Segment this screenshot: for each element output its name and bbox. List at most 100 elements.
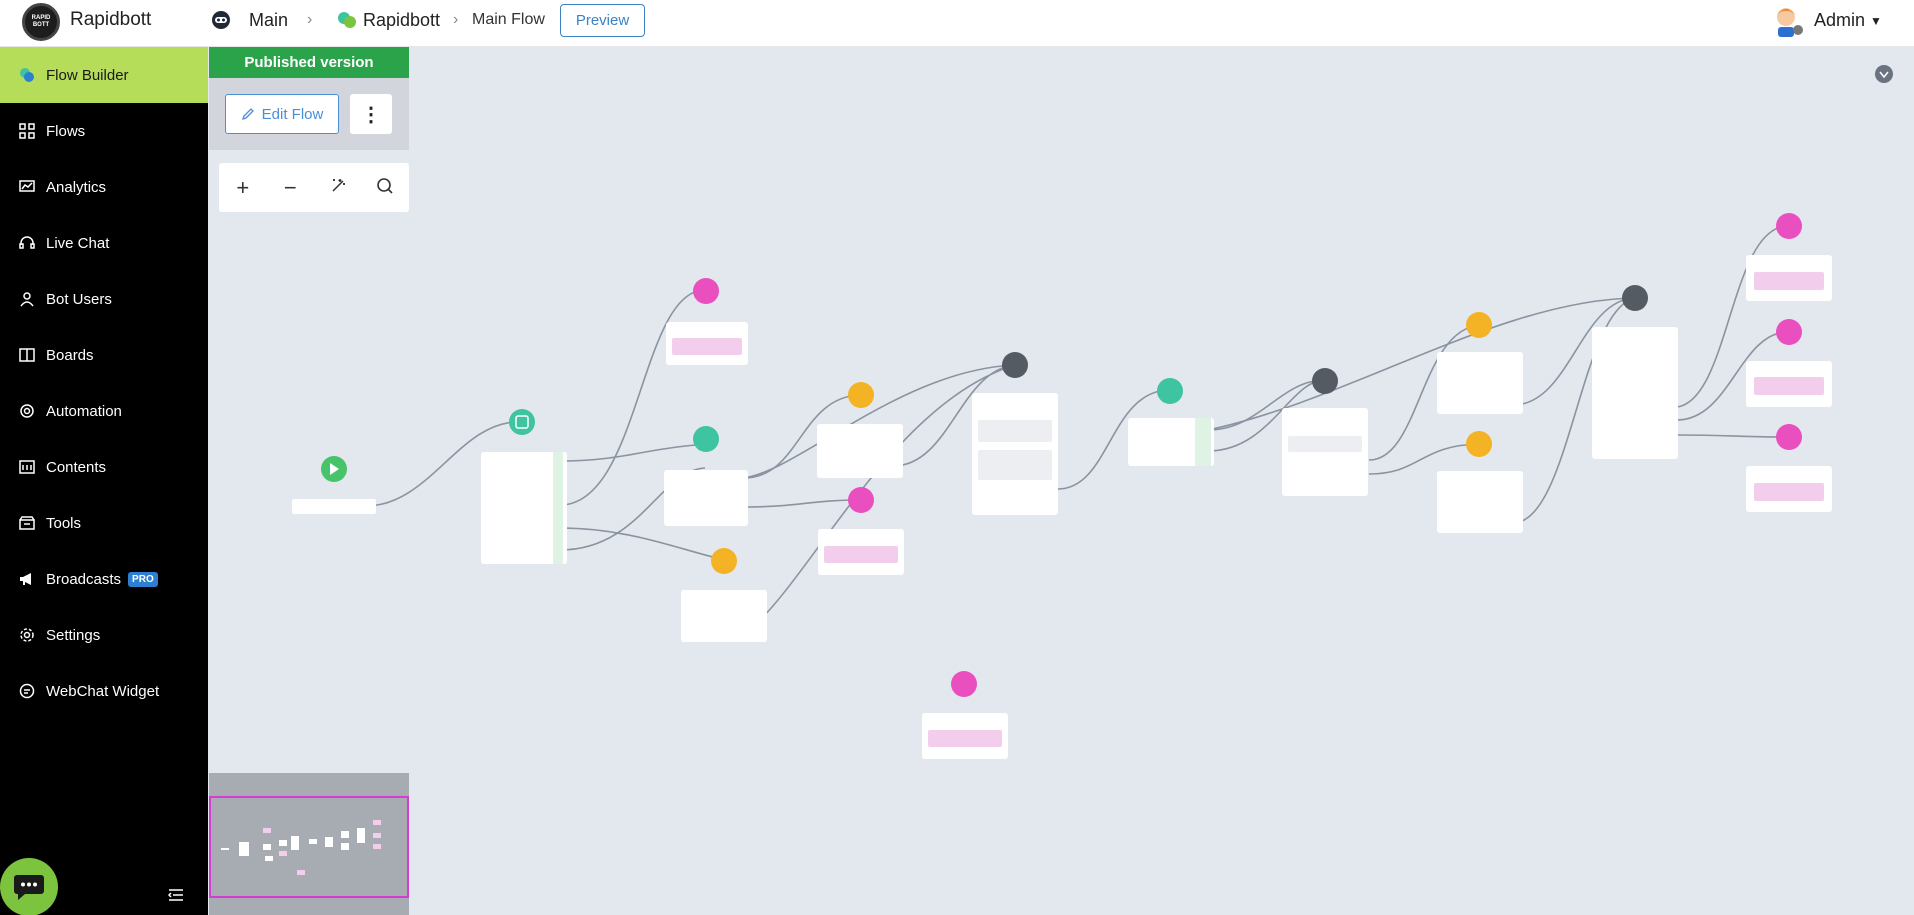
sidebar-item-settings[interactable]: Settings xyxy=(0,607,208,663)
breadcrumb-bot[interactable]: Rapidbott xyxy=(363,10,441,30)
canvas-shape xyxy=(209,47,1914,915)
canvas-shape xyxy=(743,364,1016,479)
zoom-in-icon[interactable]: + xyxy=(236,174,250,200)
canvas-shape xyxy=(1207,297,1636,431)
action-node-icon xyxy=(711,548,737,574)
user-icon xyxy=(18,290,36,308)
download-icon xyxy=(1875,65,1893,83)
app-logo[interactable]: RAPID BOTT xyxy=(22,3,60,41)
sidebar-item-bot-users[interactable]: Bot Users xyxy=(0,271,208,327)
canvas-shape xyxy=(1676,434,1789,438)
node-card-start xyxy=(292,499,376,514)
minimap-viewport[interactable] xyxy=(209,796,409,898)
more-options-button[interactable]: ⋮ xyxy=(350,94,392,134)
goto-node-icon xyxy=(1776,319,1802,345)
contents-icon xyxy=(18,458,36,476)
canvas-shape xyxy=(1368,324,1481,461)
gear-icon xyxy=(18,626,36,644)
goto-node-icon xyxy=(951,671,977,697)
canvas-shape xyxy=(559,444,696,462)
node-card-action-4 xyxy=(1437,471,1523,533)
condition-node-icon xyxy=(509,409,535,435)
sidebar-item-label: Tools xyxy=(46,514,82,532)
collapse-menu-icon[interactable] xyxy=(168,888,184,902)
sidebar-item-automation[interactable]: Automation xyxy=(0,383,208,439)
admin-name[interactable]: Admin xyxy=(1814,10,1866,30)
flow-canvas[interactable] xyxy=(209,47,1914,915)
sidebar-item-label: Contents xyxy=(46,458,107,476)
canvas-shape xyxy=(365,421,521,507)
chat-support-button[interactable] xyxy=(0,858,58,915)
megaphone-icon xyxy=(18,570,36,588)
goto-node-icon xyxy=(693,278,719,304)
pencil-icon xyxy=(241,108,254,121)
sidebar-item-webchat-widget[interactable]: WebChat Widget xyxy=(0,663,208,719)
sidebar-item-label: Analytics xyxy=(46,178,107,196)
edit-flow-label: Edit Flow xyxy=(261,105,324,123)
preview-button[interactable]: Preview xyxy=(560,4,645,37)
sidebar-item-label: Bot Users xyxy=(46,290,112,308)
board-icon xyxy=(18,346,36,364)
message-node-icon xyxy=(1622,285,1648,311)
canvas-shape xyxy=(1879,71,1889,79)
flow-nodes xyxy=(292,213,1832,759)
canvas-shape xyxy=(1512,297,1636,524)
goto-node-icon xyxy=(848,487,874,513)
sidebar-item-broadcasts[interactable]: Broadcasts PRO xyxy=(0,551,208,607)
minimap[interactable] xyxy=(209,773,409,915)
sidebar-item-flows[interactable]: Flows xyxy=(0,103,208,159)
admin-avatar[interactable] xyxy=(1770,3,1806,39)
search-icon[interactable] xyxy=(370,175,400,201)
headset-icon xyxy=(18,234,36,252)
message-node-icon xyxy=(1002,352,1028,378)
action-node-icon xyxy=(1466,431,1492,457)
sidebar-item-boards[interactable]: Boards xyxy=(0,327,208,383)
sidebar-item-flow-builder[interactable]: Flow Builder xyxy=(0,47,208,103)
chevron-right-icon: › xyxy=(307,11,313,28)
bot-face-icon xyxy=(212,11,230,29)
logo-text: RAPID BOTT xyxy=(31,15,51,28)
sidebar-item-analytics[interactable]: Analytics xyxy=(0,159,208,215)
node-card-action-3 xyxy=(1437,352,1523,414)
top-bar: RAPID BOTT Rapidbott Main › Rapidbott › … xyxy=(0,0,1914,47)
node-card-condition-3 xyxy=(1128,418,1214,466)
sidebar-item-live-chat[interactable]: Live Chat xyxy=(0,215,208,271)
canvas-shape xyxy=(515,415,529,429)
condition-node-icon xyxy=(1157,378,1183,404)
tools-icon xyxy=(18,514,36,532)
canvas-shape xyxy=(1754,377,1824,395)
published-version-banner: Published version xyxy=(209,47,409,78)
pro-badge: PRO xyxy=(128,571,158,587)
sidebar: Flow Builder Flows Analytics Live Chat B… xyxy=(0,47,208,915)
breadcrumb-root[interactable]: Main xyxy=(249,10,289,30)
edit-flow-button[interactable]: Edit Flow xyxy=(225,94,339,134)
canvas-shape xyxy=(743,394,861,479)
flow-edges xyxy=(365,225,1789,621)
canvas-shape xyxy=(672,338,742,355)
auto-layout-icon[interactable] xyxy=(323,175,353,201)
goto-node-icon xyxy=(1776,213,1802,239)
condition-node-icon xyxy=(693,426,719,452)
caret-down-icon[interactable]: ▼ xyxy=(1870,14,1882,28)
sidebar-item-label: Automation xyxy=(46,402,122,420)
canvas-shape xyxy=(1676,331,1789,421)
canvas-shape xyxy=(1512,297,1636,406)
sidebar-item-label: Flows xyxy=(46,122,86,140)
node-card-action xyxy=(681,590,767,642)
minimap-preview xyxy=(221,820,381,875)
sidebar-item-contents[interactable]: Contents xyxy=(0,439,208,495)
canvas-shape xyxy=(1754,272,1824,290)
chat-icon xyxy=(18,682,36,700)
canvas-shape xyxy=(1207,379,1326,431)
chevron-right-icon: › xyxy=(453,11,459,28)
zoom-out-icon[interactable]: − xyxy=(283,174,297,200)
canvas-shape xyxy=(978,420,1052,442)
canvas-shape xyxy=(743,499,861,508)
sidebar-item-tools[interactable]: Tools xyxy=(0,495,208,551)
canvas-shape xyxy=(330,463,339,475)
canvas-shape xyxy=(1754,483,1824,501)
canvas-shape xyxy=(978,450,1052,480)
chat-dots-icon xyxy=(14,875,44,900)
sidebar-item-label: WebChat Widget xyxy=(46,682,160,700)
message-node-icon xyxy=(1312,368,1338,394)
